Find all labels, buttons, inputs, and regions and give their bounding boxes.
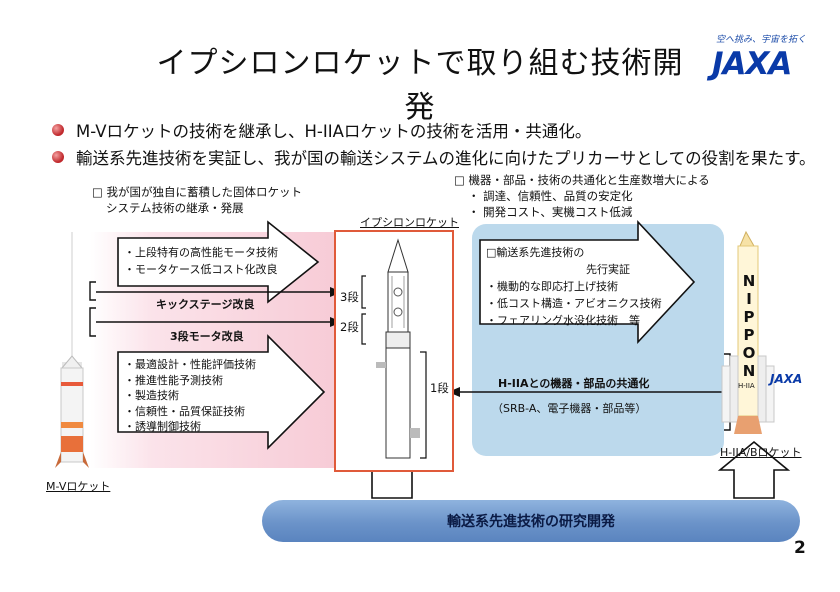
lower-tech-item: ・推進性能予測技術 (124, 373, 223, 387)
h2a-label: H-IIA/Bロケット (720, 446, 802, 459)
bullet-2: 輸送系先進技術を実証し、我が国の輸送システムの進化に向けたプリカーサとしての役割… (52, 145, 816, 169)
h2a-tag: H-IIA (738, 382, 755, 390)
mv-label: M-Vロケット (46, 480, 111, 493)
h2a-rocket-image (721, 230, 775, 434)
mv-rocket-image (55, 232, 89, 468)
nippon-letter: N (742, 362, 756, 380)
left-note-line2: システム技術の継承・発展 (106, 201, 244, 215)
stage1-label: 1段 (430, 381, 449, 395)
upper-tech-arrow (117, 220, 320, 304)
stage2-label: 2段 (340, 320, 359, 334)
jaxa-tagline: 空へ挑み、宇宙を拓く (716, 35, 807, 45)
advanced-title-1: □輸送系先進技術の (486, 246, 585, 259)
lower-tech-item: ・最適設計・性能評価技術 (124, 358, 256, 371)
bullet-1: M-Vロケットの技術を継承し、H-IIAロケットの技術を活用・共通化。 (52, 118, 591, 142)
page-title: イプシロンロケットで取り組む技術開発 (156, 46, 684, 125)
page-number: 2 (794, 538, 806, 558)
advanced-item: ・低コスト構造・アビオニクス技術 (486, 297, 662, 310)
lower-tech-item: ・信頼性・品質保証技術 (124, 404, 245, 418)
nippon-letter: P (743, 308, 755, 326)
bullet-dot-icon (52, 124, 64, 136)
lower-tech-list: ・最適設計・性能評価技術 ・推進性能予測技術 ・製造技術 ・信頼性・品質保証技術… (124, 357, 256, 435)
right-note-line2: ・ 調達、信頼性、品質の安定化 (468, 189, 633, 203)
research-band: 輸送系先進技術の研究開発 (262, 500, 800, 542)
stage3-motor-label: 3段モータ改良 (170, 330, 244, 343)
right-note-line3: ・ 開発コスト、実機コスト低減 (468, 205, 633, 219)
bullet-dot-icon (52, 151, 64, 163)
common-parts-sub: （SRB-A、電子機器・部品等） (492, 402, 647, 415)
advanced-tech-text: □輸送系先進技術の 先行実証 ・機動的な即応打上げ技術 ・低コスト構造・アビオニ… (486, 244, 662, 329)
nippon-letter: P (743, 326, 755, 344)
left-note-line1: □ 我が国が独自に蓄積した固体ロケット (92, 185, 303, 199)
lower-tech-arrow (117, 334, 326, 450)
lower-tech-item: ・誘導制御技術 (124, 420, 201, 433)
common-parts-label: H-IIAとの機器・部品の共通化 (498, 377, 650, 390)
kick-stage-label: キックステージ改良 (156, 298, 255, 311)
nippon-letter: O (742, 344, 756, 362)
right-note-line1: □ 機器・部品・技術の共通化と生産数増大による (454, 173, 710, 187)
upper-tech-list: ・上段特有の高性能モータ技術 ・モータケース低コスト化改良 (124, 244, 278, 278)
advanced-tech-arrow (479, 219, 696, 345)
stage3-label: 3段 (340, 290, 359, 304)
up-arrow-h2a (717, 440, 791, 499)
common-parts-arrowhead (448, 387, 460, 397)
jaxa-logo: JAXA (712, 46, 792, 82)
nippon-letter: N (742, 272, 756, 290)
nippon-lettering: N I P P O N (738, 272, 760, 380)
advanced-item: ・フェアリング水没化技術 等 (486, 314, 640, 327)
bullet-2-text: 輸送系先進技術を実証し、我が国の輸送システムの進化に向けたプリカーサとしての役割… (76, 149, 816, 168)
upper-tech-item: ・モータケース低コスト化改良 (124, 263, 278, 276)
upper-tech-item: ・上段特有の高性能モータ技術 (124, 246, 278, 259)
nippon-letter: I (746, 290, 752, 308)
epsilon-label: イプシロンロケット (360, 216, 459, 229)
lower-tech-item: ・製造技術 (124, 389, 179, 402)
left-note: □ 我が国が独自に蓄積した固体ロケット システム技術の継承・発展 (92, 184, 302, 216)
advanced-title-2: 先行実証 (586, 263, 630, 276)
research-band-text: 輸送系先進技術の研究開発 (447, 514, 615, 530)
bullet-1-text: M-Vロケットの技術を継承し、H-IIAロケットの技術を活用・共通化。 (76, 122, 592, 141)
advanced-item: ・機動的な即応打上げ技術 (486, 280, 618, 293)
epsilon-rocket-drawing (361, 238, 427, 459)
h2a-logo: JAXA (770, 372, 803, 386)
right-note: □ 機器・部品・技術の共通化と生産数増大による ・ 調達、信頼性、品質の安定化 … (454, 172, 710, 220)
